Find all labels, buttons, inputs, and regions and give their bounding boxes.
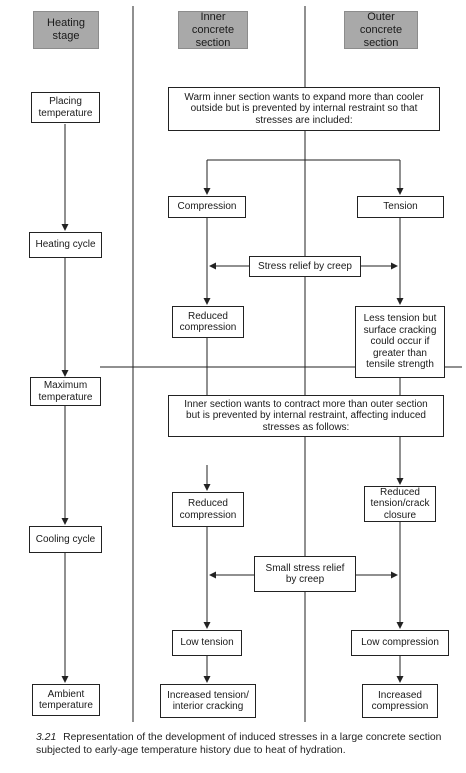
header-heating-stage: Heating stage	[33, 11, 99, 49]
box-low-compression: Low compression	[351, 630, 449, 656]
caption-text: Representation of the development of ind…	[36, 732, 442, 756]
stage-placing-temperature: Placing temperature	[31, 92, 100, 123]
box-less-tension: Less tension but surface cracking could …	[355, 306, 445, 378]
box-low-tension: Low tension	[172, 630, 242, 656]
figure-caption: 3.21 Representation of the development o…	[36, 731, 461, 757]
box-tension: Tension	[357, 196, 444, 218]
box-reduced-compression-1: Reduced compression	[172, 306, 244, 338]
box-reduced-compression-2: Reduced compression	[172, 492, 244, 527]
box-small-stress-relief: Small stress relief by creep	[254, 556, 356, 592]
stage-heating-cycle: Heating cycle	[29, 232, 102, 258]
stage-cooling-cycle: Cooling cycle	[29, 526, 102, 553]
box-increased-compression: Increased compression	[362, 684, 438, 718]
box-inner-contract: Inner section wants to contract more tha…	[168, 395, 444, 437]
box-stress-relief-creep: Stress relief by creep	[249, 256, 361, 277]
box-increased-tension: Increased tension/ interior cracking	[160, 684, 256, 718]
stage-ambient-temperature: Ambient temperature	[32, 684, 100, 716]
figure-number: 3.21	[36, 732, 57, 743]
box-compression: Compression	[168, 196, 246, 218]
header-outer-section: Outer concrete section	[344, 11, 418, 49]
box-reduced-tension-crack-closure: Reduced tension/crack closure	[364, 486, 436, 522]
box-warm-inner-expand: Warm inner section wants to expand more …	[168, 87, 440, 131]
header-inner-section: Inner concrete section	[178, 11, 248, 49]
stage-maximum-temperature: Maximum temperature	[30, 377, 101, 406]
